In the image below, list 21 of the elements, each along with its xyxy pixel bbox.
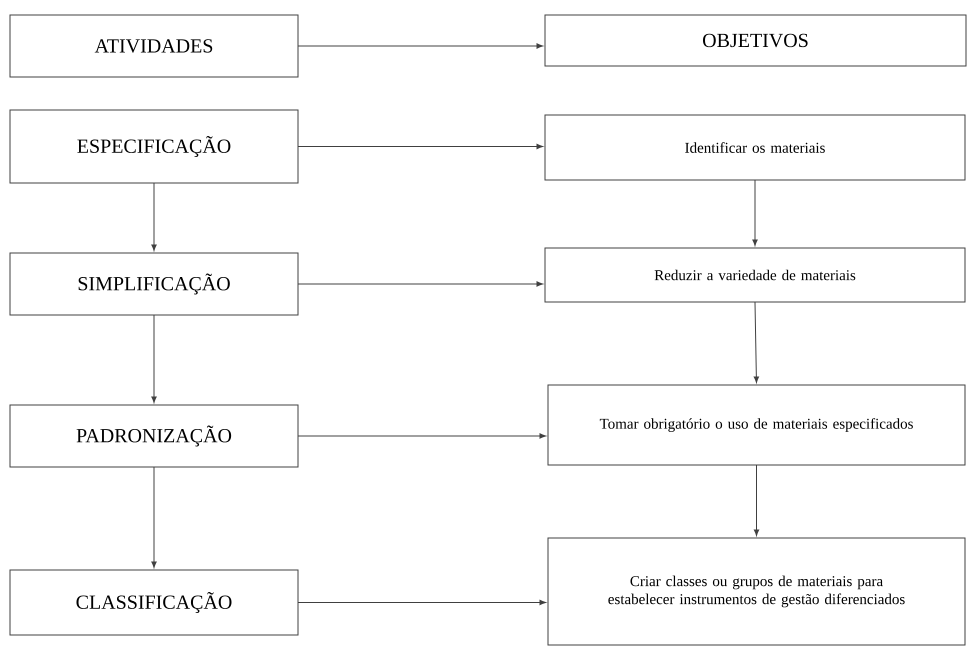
process-box: Tomar obrigatório o uso de materiais especificados [548, 384, 966, 466]
process-box: Criar classes ou grupos de materiais para estabelecer instrumentos de gestão diferenciados [548, 538, 966, 646]
process-box: Identificar os materiais [544, 114, 966, 180]
process-box: SIMPLIFICAÇÃO [10, 252, 298, 316]
arrow [151, 467, 157, 568]
process-box: ATIVIDADES [10, 14, 298, 78]
arrow [298, 600, 546, 606]
arrow [752, 180, 758, 246]
arrow [298, 281, 543, 287]
arrow [151, 183, 157, 251]
process-box: CLASSIFICAÇÃO [10, 570, 298, 636]
arrow [754, 302, 759, 383]
process-box: PADRONIZAÇÃO [10, 404, 298, 468]
process-box: ESPECIFICAÇÃO [10, 110, 298, 184]
process-box: OBJETIVOS [544, 14, 966, 66]
arrow [298, 433, 546, 439]
arrow [754, 465, 760, 536]
arrow [298, 144, 543, 150]
process-box: Reduzir a variedade de materiais [544, 248, 966, 302]
arrow [151, 315, 157, 403]
arrow [298, 43, 543, 49]
